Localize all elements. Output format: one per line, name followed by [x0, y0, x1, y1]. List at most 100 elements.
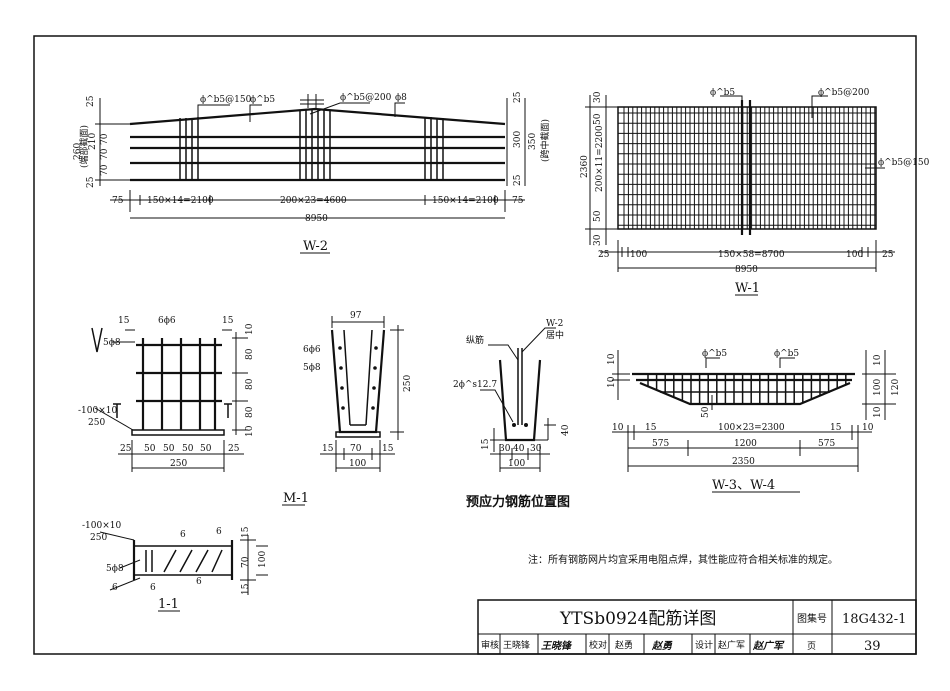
section-bottom-dim-1: 15 [322, 444, 334, 454]
w1-bottom-dim-4: 100 [846, 250, 863, 260]
w1-bottom-dim-3: 150×58=8700 [718, 250, 785, 260]
m1-bottom-dim-5: 50 [200, 444, 212, 454]
w2-label: W-2 [303, 239, 328, 254]
s11-label-7: 6 [150, 583, 156, 593]
m1-drawing [91, 327, 305, 506]
w2-left-dim-5: 70 [100, 164, 110, 176]
w2-total-dim: 8950 [305, 214, 328, 224]
w34-row1-dim-5: 10 [862, 423, 874, 433]
w2-bottom-dim-3: 200×23=4600 [280, 196, 347, 206]
page-label: 页 [807, 641, 816, 652]
m1-right-dim-2: 80 [245, 378, 255, 390]
w34-label: W-3、W-4 [712, 478, 775, 493]
s11-right-dim-1: 15 [241, 526, 251, 538]
title-block-frame [477, 599, 917, 655]
design-label: 设计 [695, 639, 713, 651]
review-name: 王晓锋 [503, 639, 530, 651]
w1-drawing [585, 95, 895, 296]
w34-row1-dim-1: 10 [612, 423, 624, 433]
m1-top-dim-4: 10 [245, 323, 255, 335]
w2-callout-1: ϕ^b5@150 [200, 95, 252, 105]
s11-label-1: -100×10 [82, 521, 121, 531]
section-drawing [320, 316, 404, 472]
prestress-label-4: 2ϕ^s12.7 [453, 380, 497, 390]
m1-label: M-1 [283, 491, 309, 506]
m1-right-dim-1: 80 [245, 348, 255, 360]
design-signature: 赵广军 [752, 640, 785, 652]
w34-right-dim-2: 100 [873, 379, 883, 396]
m1-bottom-dim-4: 50 [182, 444, 194, 454]
m1-top-dim-3: 15 [222, 316, 234, 326]
w2-bottom-dim-1: 75 [112, 196, 124, 206]
w34-row2-dim-1: 575 [652, 439, 669, 449]
check-signature: 赵勇 [651, 640, 673, 652]
m1-bottom-dim-3: 50 [163, 444, 175, 454]
w2-callout-2: ϕ^b5 [250, 95, 275, 105]
s11-label: 1-1 [158, 597, 179, 612]
check-label: 校对 [589, 639, 607, 651]
review-signature: 王晓锋 [541, 640, 573, 652]
w1-label: W-1 [735, 281, 760, 296]
w34-callout-3: 50 [701, 406, 711, 418]
w34-row1-dim-2: 15 [645, 423, 657, 433]
page-number: 39 [864, 639, 881, 654]
s11-label-2: 250 [90, 533, 107, 543]
prestress-total-dim: 100 [508, 459, 525, 469]
check-name: 赵勇 [615, 639, 633, 651]
w2-callout-3: ϕ^b5@200 [340, 93, 392, 103]
section-top-dim: 97 [350, 311, 362, 321]
w34-row2-dim-3: 575 [818, 439, 835, 449]
w34-callout-1: ϕ^b5 [702, 349, 727, 359]
w2-right-dim-4: (跨中截面) [539, 119, 551, 162]
s11-label-8: 6 [196, 577, 202, 587]
w34-left-dim-2: 10 [607, 376, 617, 388]
w1-callout-1: ϕ^b5 [710, 88, 735, 98]
general-note: 注：所有钢筋网片均宜采用电阻点焊，其性能应符合相关标准的规定。 [528, 553, 838, 566]
prestress-bottom-dim-1: 30 [499, 444, 511, 454]
w2-bottom-dim-4: 150×14=2100 [432, 196, 499, 206]
atlas-label: 图集号 [797, 612, 827, 625]
m1-left-label-1: 5ϕ8 [103, 338, 121, 348]
w2-left-dim-8: 25 [86, 176, 96, 188]
w2-left-dim-4: 210 [88, 133, 98, 150]
m1-total-dim: 250 [170, 459, 187, 469]
w1-left-dim-6: 30 [593, 234, 603, 246]
w34-drawing [612, 350, 896, 493]
prestress-drawing [480, 327, 556, 472]
w34-row2-dim-2: 1200 [734, 439, 757, 449]
w1-left-dim-5: 50 [593, 210, 603, 222]
review-label: 审核 [481, 639, 499, 651]
w1-left-dim-1: 30 [593, 91, 603, 103]
m1-bottom-dim-2: 50 [144, 444, 156, 454]
w34-left-dim-1: 10 [607, 353, 617, 365]
m1-bottom-dim-1: 25 [120, 444, 132, 454]
w2-left-dim-7: 70 [100, 133, 110, 145]
prestress-label-5: 15 [481, 438, 491, 450]
prestress-label-2: W-2 [546, 319, 563, 329]
w2-left-dim-6: 70 [100, 148, 110, 160]
w1-total-dim: 8950 [735, 265, 758, 275]
sheet-border [33, 35, 917, 655]
w2-bottom-dim-5: 75 [512, 196, 524, 206]
w2-callout-4: ϕ8 [395, 93, 407, 103]
m1-left-label-3: 250 [88, 418, 105, 428]
w1-left-dim-4: 200×11=2200 [595, 125, 605, 192]
m1-top-dim-1: 15 [118, 316, 130, 326]
m1-left-label-2: -100×10 [78, 406, 117, 416]
w2-left-dim-2: 260 [73, 143, 83, 160]
section-label-1: 6ϕ6 [303, 345, 321, 355]
w2-left-dim-3: (端部截面) [78, 125, 90, 168]
prestress-title: 预应力钢筋位置图 [466, 494, 570, 510]
w34-row1-dim-4: 15 [830, 423, 842, 433]
w2-left-dim-1: 25 [86, 95, 96, 107]
w2-right-dim-1: 25 [513, 91, 523, 103]
w1-left-dim-2: 50 [593, 113, 603, 125]
m1-right-dim-4: 10 [245, 425, 255, 437]
s11-right-dim-4: 15 [241, 583, 251, 595]
w1-bottom-dim-1: 25 [598, 250, 610, 260]
s11-label-6: 6 [112, 583, 118, 593]
prestress-label-3: 居中 [546, 329, 564, 341]
prestress-bottom-dim-3: 30 [530, 444, 542, 454]
design-name: 赵广军 [718, 639, 745, 651]
